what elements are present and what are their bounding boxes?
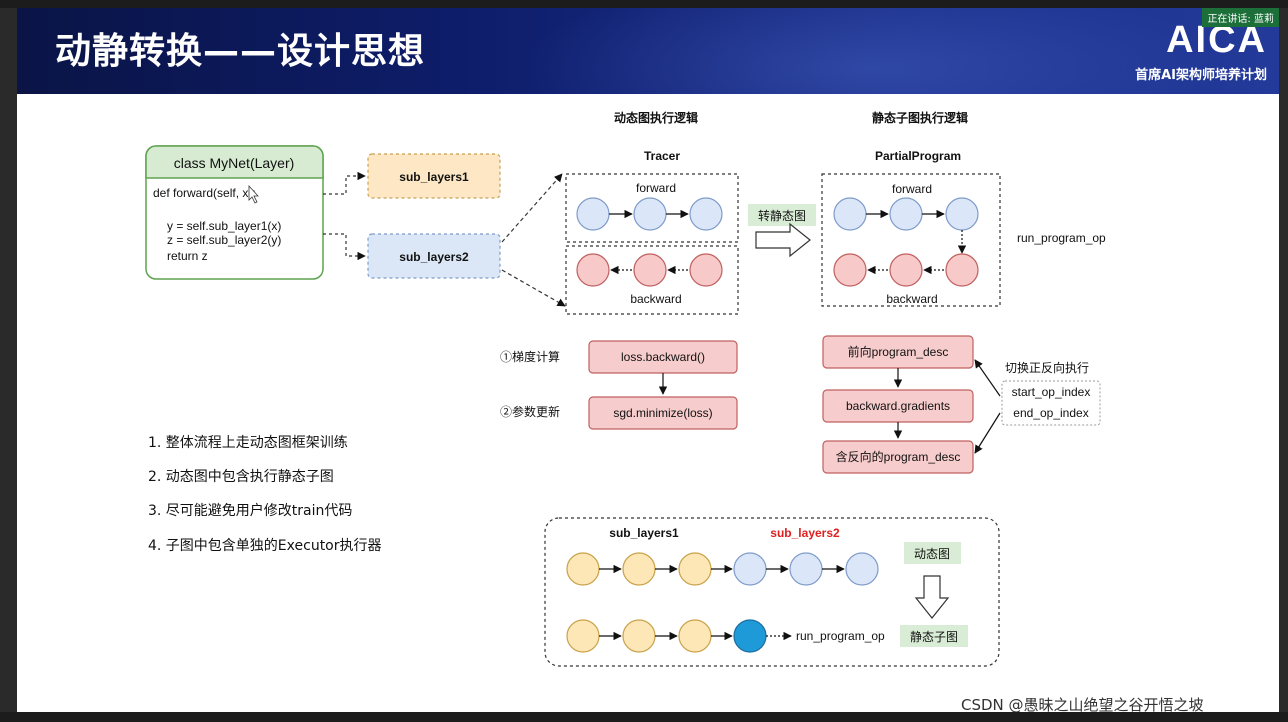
static-tag: 静态子图	[910, 630, 958, 644]
layer2-to-tracer-connectors	[501, 173, 566, 307]
partial-program-box: forward backward	[821, 173, 1001, 307]
dynamic-heading: 动态图执行逻辑	[614, 110, 698, 125]
svg-text:start_op_index: start_op_index	[1012, 385, 1091, 399]
partial-program-label: PartialProgram	[875, 149, 961, 163]
window-top-bar	[0, 0, 1288, 8]
op-index-box: start_op_index end_op_index	[1001, 380, 1101, 426]
forward-program-desc-box: 前向program_desc	[822, 335, 974, 369]
svg-text:sgd.minimize(loss): sgd.minimize(loss)	[613, 406, 712, 420]
switch-connectors	[974, 359, 1001, 454]
code-to-layers-connectors	[323, 171, 366, 261]
note-4: 4. 子图中包含单独的Executor执行器	[148, 538, 382, 554]
svg-text:sub_layers1: sub_layers1	[399, 170, 469, 184]
code-line-4: z = self.sub_layer2(y)	[167, 233, 281, 247]
note-3: 3. 尽可能避免用户修改train代码	[148, 503, 353, 519]
logo-subtitle: 首席AI架构师培养计划	[1135, 68, 1267, 83]
loss-backward-box: loss.backward()	[588, 340, 738, 374]
backward-gradients-box: backward.gradients	[822, 389, 974, 423]
static-heading: 静态子图执行逻辑	[872, 110, 968, 125]
note-1: 1. 整体流程上走动态图框架训练	[148, 435, 348, 451]
tracer-label: Tracer	[644, 149, 680, 163]
bottom-op-label: run_program_op	[796, 629, 885, 643]
svg-text:end_op_index: end_op_index	[1013, 406, 1088, 420]
code-box-header: class MyNet(Layer)	[174, 155, 295, 171]
bottom-layer2-label: sub_layers2	[770, 526, 840, 540]
svg-text:backward: backward	[630, 292, 681, 306]
down-arrow-icon	[914, 575, 950, 619]
step2-label: ②参数更新	[500, 404, 560, 419]
code-line-1: def forward(self, x):	[153, 186, 256, 200]
svg-text:sub_layers2: sub_layers2	[399, 250, 469, 264]
switch-title: 切换正反向执行	[1005, 360, 1089, 375]
slide-title: 动静转换——设计思想	[55, 31, 426, 72]
svg-text:转静态图: 转静态图	[758, 208, 806, 223]
banner-glow	[517, 8, 1217, 94]
sub-layers1-box: sub_layers1	[367, 153, 501, 199]
svg-text:含反向的program_desc: 含反向的program_desc	[836, 449, 961, 464]
window-bottom-bar	[0, 712, 1288, 722]
svg-text:backward: backward	[886, 292, 937, 306]
svg-text:backward.gradients: backward.gradients	[846, 399, 950, 413]
bottom-layer1-label: sub_layers1	[609, 526, 679, 540]
slide: 动静转换——设计思想 AICA 首席AI架构师培养计划 正在讲话: 蓝莉 cla…	[17, 8, 1279, 712]
speaking-badge: 正在讲话: 蓝莉	[1202, 8, 1279, 27]
svg-text:loss.backward(): loss.backward()	[621, 350, 705, 364]
sub-layers2-box: sub_layers2	[367, 233, 501, 279]
svg-text:forward: forward	[636, 181, 676, 195]
csdn-watermark: CSDN @愚昧之山绝望之谷开悟之坡	[961, 696, 1204, 712]
note-2: 2. 动态图中包含执行静态子图	[148, 469, 334, 485]
tracer-forward-box: forward	[565, 173, 739, 243]
dynamic-tag: 动态图	[914, 547, 950, 561]
full-program-desc-box: 含反向的program_desc	[822, 440, 974, 474]
diagram-canvas: class MyNet(Layer) def forward(self, x):…	[145, 110, 1106, 667]
sgd-minimize-box: sgd.minimize(loss)	[588, 396, 738, 430]
convert-to-static-tag: 转静态图	[748, 204, 816, 226]
step1-label: ①梯度计算	[500, 349, 560, 364]
code-line-5: return z	[167, 249, 208, 263]
run-program-op-label: run_program_op	[1017, 231, 1106, 245]
svg-text:forward: forward	[892, 182, 932, 196]
code-box: class MyNet(Layer) def forward(self, x):…	[145, 145, 324, 280]
code-line-3: y = self.sub_layer1(x)	[167, 219, 281, 233]
mouse-cursor-icon	[248, 184, 259, 204]
convert-arrow-icon	[755, 222, 811, 258]
tracer-backward-box: backward	[565, 245, 739, 315]
bottom-flow-box: sub_layers1 sub_layers2	[544, 517, 1000, 667]
svg-text:前向program_desc: 前向program_desc	[848, 344, 949, 359]
